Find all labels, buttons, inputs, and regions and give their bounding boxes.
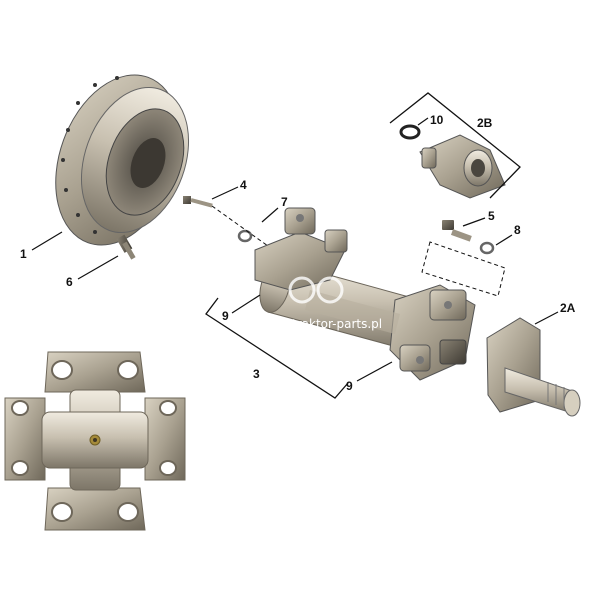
callout-2A: 2A [560,301,576,315]
callout-labels: 1 2A 2B 3 4 5 6 7 8 9 9 10 [20,113,576,393]
callout-5: 5 [488,209,495,223]
callout-8: 8 [514,223,521,237]
callout-9-left: 9 [222,309,229,323]
callout-6: 6 [66,275,73,289]
watermark: traktor-parts.pl [288,276,382,331]
washer-part-7 [237,229,253,243]
splined-yoke-part-2A [486,317,581,417]
callout-4: 4 [240,178,247,192]
bolt-part-6 [116,234,136,260]
bracket-2B [389,92,521,199]
bracket-3 [205,297,349,399]
flywheel-housing [55,74,190,246]
drive-shaft-assembly [254,207,476,381]
callout-3: 3 [253,367,260,381]
washer-part-8 [479,241,495,255]
callout-10: 10 [430,113,444,127]
bolt-part-4 [183,196,213,208]
callout-9-right: 9 [346,379,353,393]
callout-2B: 2B [477,116,493,130]
bolt-part-5 [442,220,472,242]
callout-7: 7 [281,195,288,209]
universal-joint-inset [0,322,190,540]
callout-1: 1 [20,247,27,261]
flange-yoke-part-2B [419,134,506,199]
o-ring-part-10 [399,124,421,140]
watermark-text: traktor-parts.pl [292,317,382,331]
leader-lines [31,117,559,382]
